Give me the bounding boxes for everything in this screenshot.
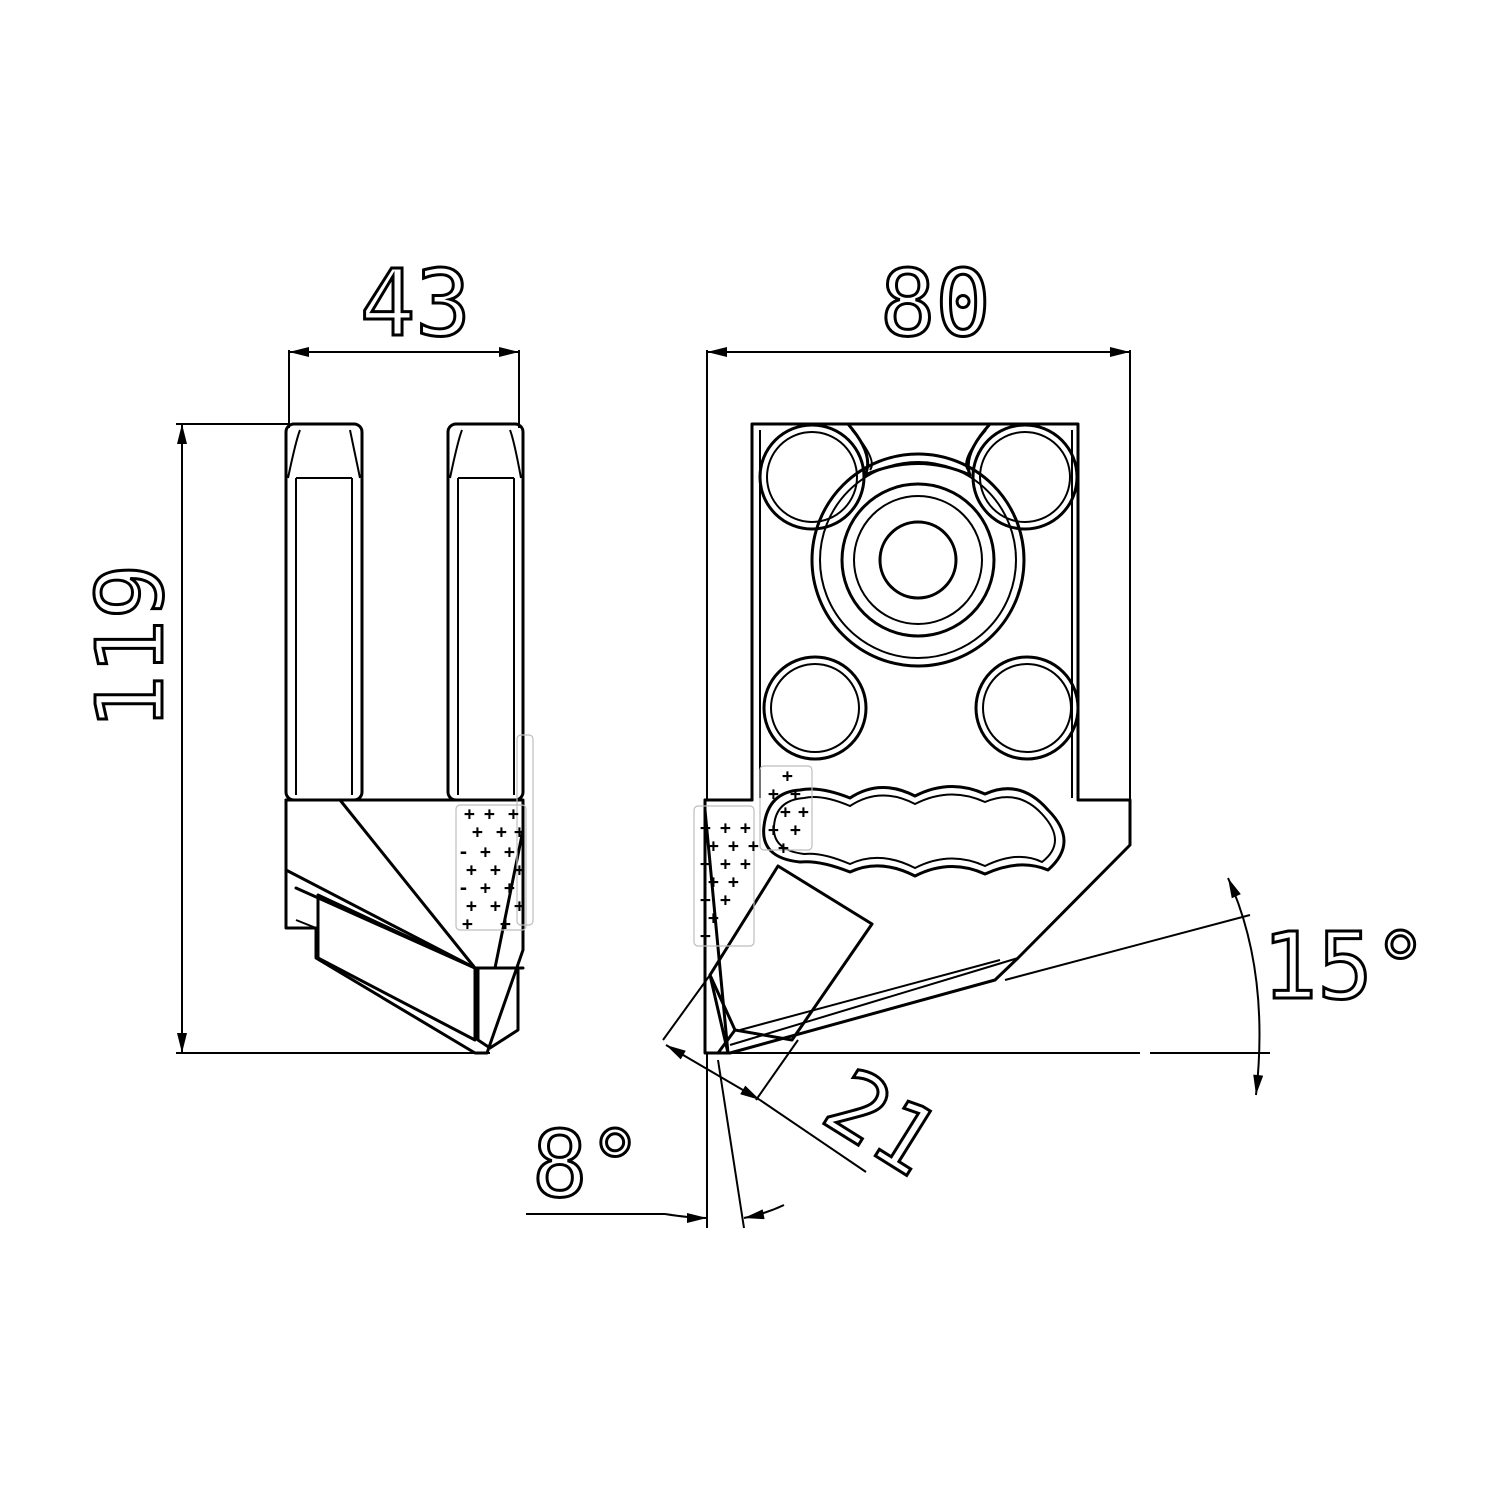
svg-text:+: + bbox=[782, 766, 793, 787]
side-view bbox=[284, 422, 534, 1055]
svg-text:+: + bbox=[700, 926, 711, 947]
svg-text:+: + bbox=[514, 822, 525, 843]
dimension-angle-15: 15° bbox=[730, 877, 1430, 1096]
svg-text:+: + bbox=[466, 896, 477, 917]
dim-119-label: 119 bbox=[77, 564, 184, 730]
side-view-dot-fill: +++ +++ -++ +++ -++ +++ ++ bbox=[458, 804, 525, 935]
svg-text:+: + bbox=[708, 872, 719, 893]
dimension-angle-8: 8° bbox=[526, 1053, 785, 1229]
svg-text:+: + bbox=[700, 890, 711, 911]
svg-text:+: + bbox=[490, 860, 501, 881]
svg-text:+: + bbox=[500, 914, 511, 935]
svg-text:+: + bbox=[700, 854, 711, 875]
svg-text:+: + bbox=[472, 822, 483, 843]
svg-text:+: + bbox=[496, 822, 507, 843]
front-view-dot-fill: +++ +++ +++ ++ ++ + + +++ +++ ++ bbox=[700, 766, 809, 947]
svg-text:+: + bbox=[728, 836, 739, 857]
svg-text:+: + bbox=[778, 838, 789, 859]
svg-text:+: + bbox=[720, 818, 731, 839]
svg-text:+: + bbox=[504, 842, 515, 863]
svg-text:+: + bbox=[748, 836, 759, 857]
svg-text:+: + bbox=[740, 854, 751, 875]
svg-text:+: + bbox=[768, 820, 779, 841]
svg-text:+: + bbox=[790, 820, 801, 841]
svg-text:+: + bbox=[790, 784, 801, 805]
dimension-width-side: 43 bbox=[288, 249, 520, 428]
dim-80-label: 80 bbox=[880, 250, 991, 357]
angle-8-label: 8° bbox=[532, 1111, 643, 1218]
svg-text:+: + bbox=[700, 818, 711, 839]
front-view bbox=[693, 422, 1132, 1055]
svg-text:+: + bbox=[720, 854, 731, 875]
svg-text:+: + bbox=[480, 878, 491, 899]
svg-text:+: + bbox=[740, 818, 751, 839]
svg-text:+: + bbox=[480, 842, 491, 863]
edge-21-label: 21 bbox=[806, 1048, 957, 1197]
dimension-width-front: 80 bbox=[706, 249, 1131, 800]
dim-43-label: 43 bbox=[360, 250, 471, 357]
svg-text:+: + bbox=[768, 784, 779, 805]
svg-text:+: + bbox=[514, 896, 525, 917]
svg-text:+: + bbox=[728, 872, 739, 893]
svg-text:+: + bbox=[720, 890, 731, 911]
svg-text:+: + bbox=[504, 878, 515, 899]
svg-text:+: + bbox=[514, 860, 525, 881]
svg-text:-: - bbox=[458, 842, 469, 863]
svg-text:+: + bbox=[798, 802, 809, 823]
svg-text:-: - bbox=[458, 878, 469, 899]
svg-text:+: + bbox=[780, 802, 791, 823]
dimension-height: 119 bbox=[76, 423, 490, 1054]
svg-text:+: + bbox=[508, 804, 519, 825]
svg-text:+: + bbox=[484, 804, 495, 825]
angle-15-label: 15° bbox=[1262, 913, 1428, 1020]
svg-text:+: + bbox=[490, 896, 501, 917]
svg-text:+: + bbox=[466, 860, 477, 881]
svg-text:+: + bbox=[464, 804, 475, 825]
svg-text:+: + bbox=[708, 908, 719, 929]
svg-text:+: + bbox=[462, 914, 473, 935]
svg-text:+: + bbox=[708, 836, 719, 857]
